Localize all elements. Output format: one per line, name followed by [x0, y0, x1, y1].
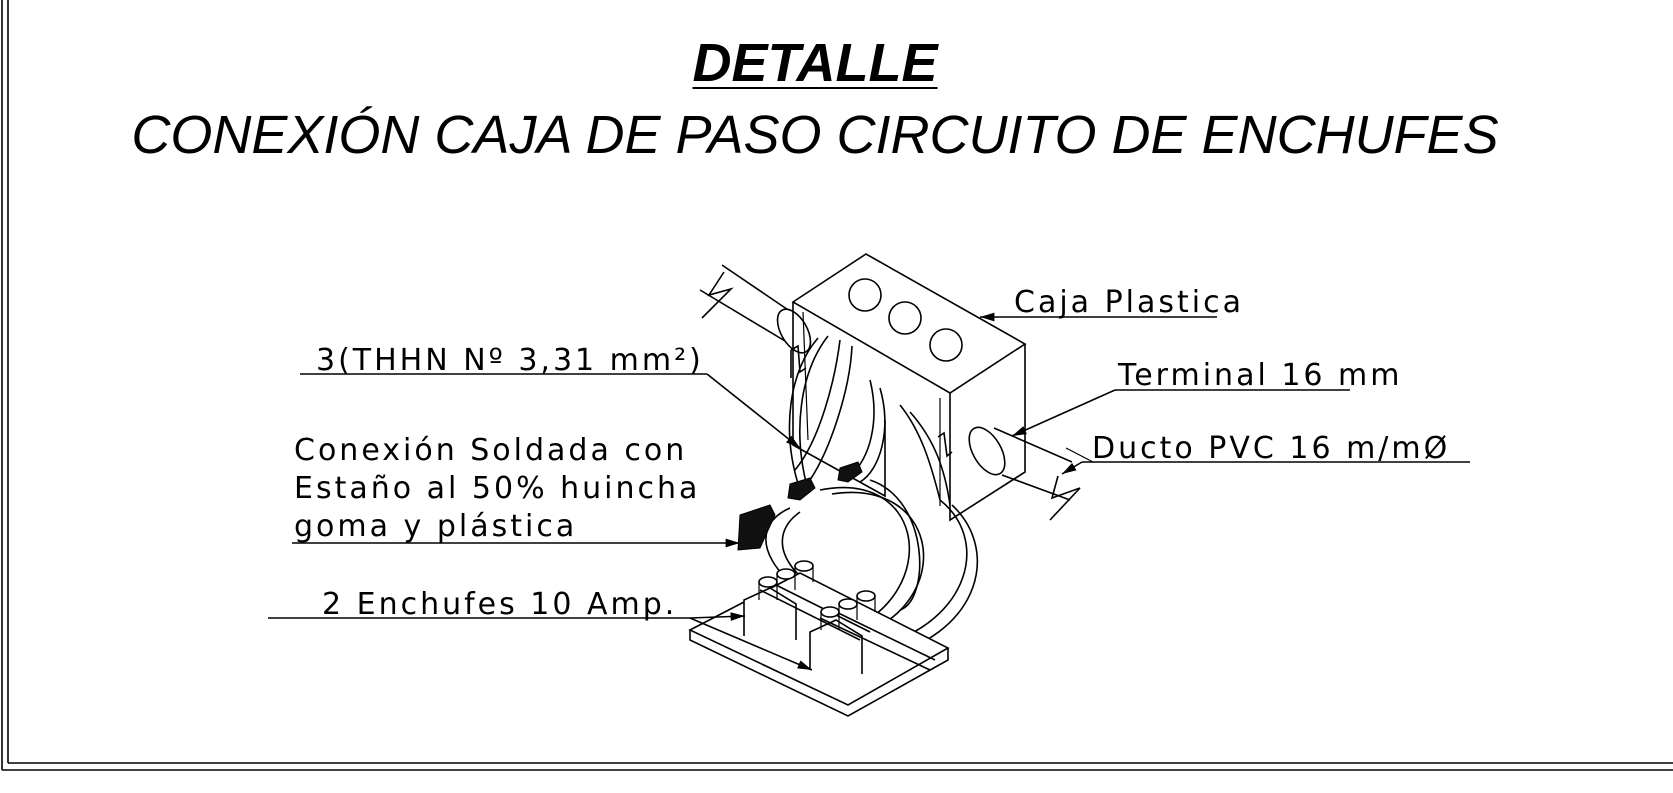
knockout-1 — [848, 278, 882, 312]
label-terminal: Terminal 16 mm — [1117, 358, 1402, 393]
label-conexion-line-2: Estaño al 50% huincha — [294, 471, 700, 506]
knockout-2 — [888, 301, 922, 335]
label-conexion-line-3: goma y plástica — [294, 509, 577, 544]
terminal-screws — [758, 560, 876, 630]
knockout-3 — [929, 328, 963, 362]
junction-box — [790, 253, 1027, 522]
drawing-subtitle: CONEXIÓN CAJA DE PASO CIRCUITO DE ENCHUF… — [131, 105, 1499, 165]
label-conexion-line-1: Conexión Soldada con — [294, 433, 687, 468]
soldered-connections — [737, 461, 863, 551]
label-ducto-pvc: Ducto PVC 16 m/mØ — [1092, 431, 1450, 466]
label-thhn-wires: 3(THHN Nº 3,31 mm²) — [316, 343, 704, 378]
socket-assembly — [688, 560, 950, 717]
right-conduit — [968, 426, 1094, 521]
drawing-title: DETALLE — [692, 33, 938, 93]
left-conduit — [699, 264, 812, 354]
label-enchufes: 2 Enchufes 10 Amp. — [322, 587, 677, 622]
drawing-frame — [1, 0, 1673, 771]
label-caja-plastica: Caja Plastica — [1014, 285, 1244, 320]
leader-lines — [268, 312, 1470, 671]
